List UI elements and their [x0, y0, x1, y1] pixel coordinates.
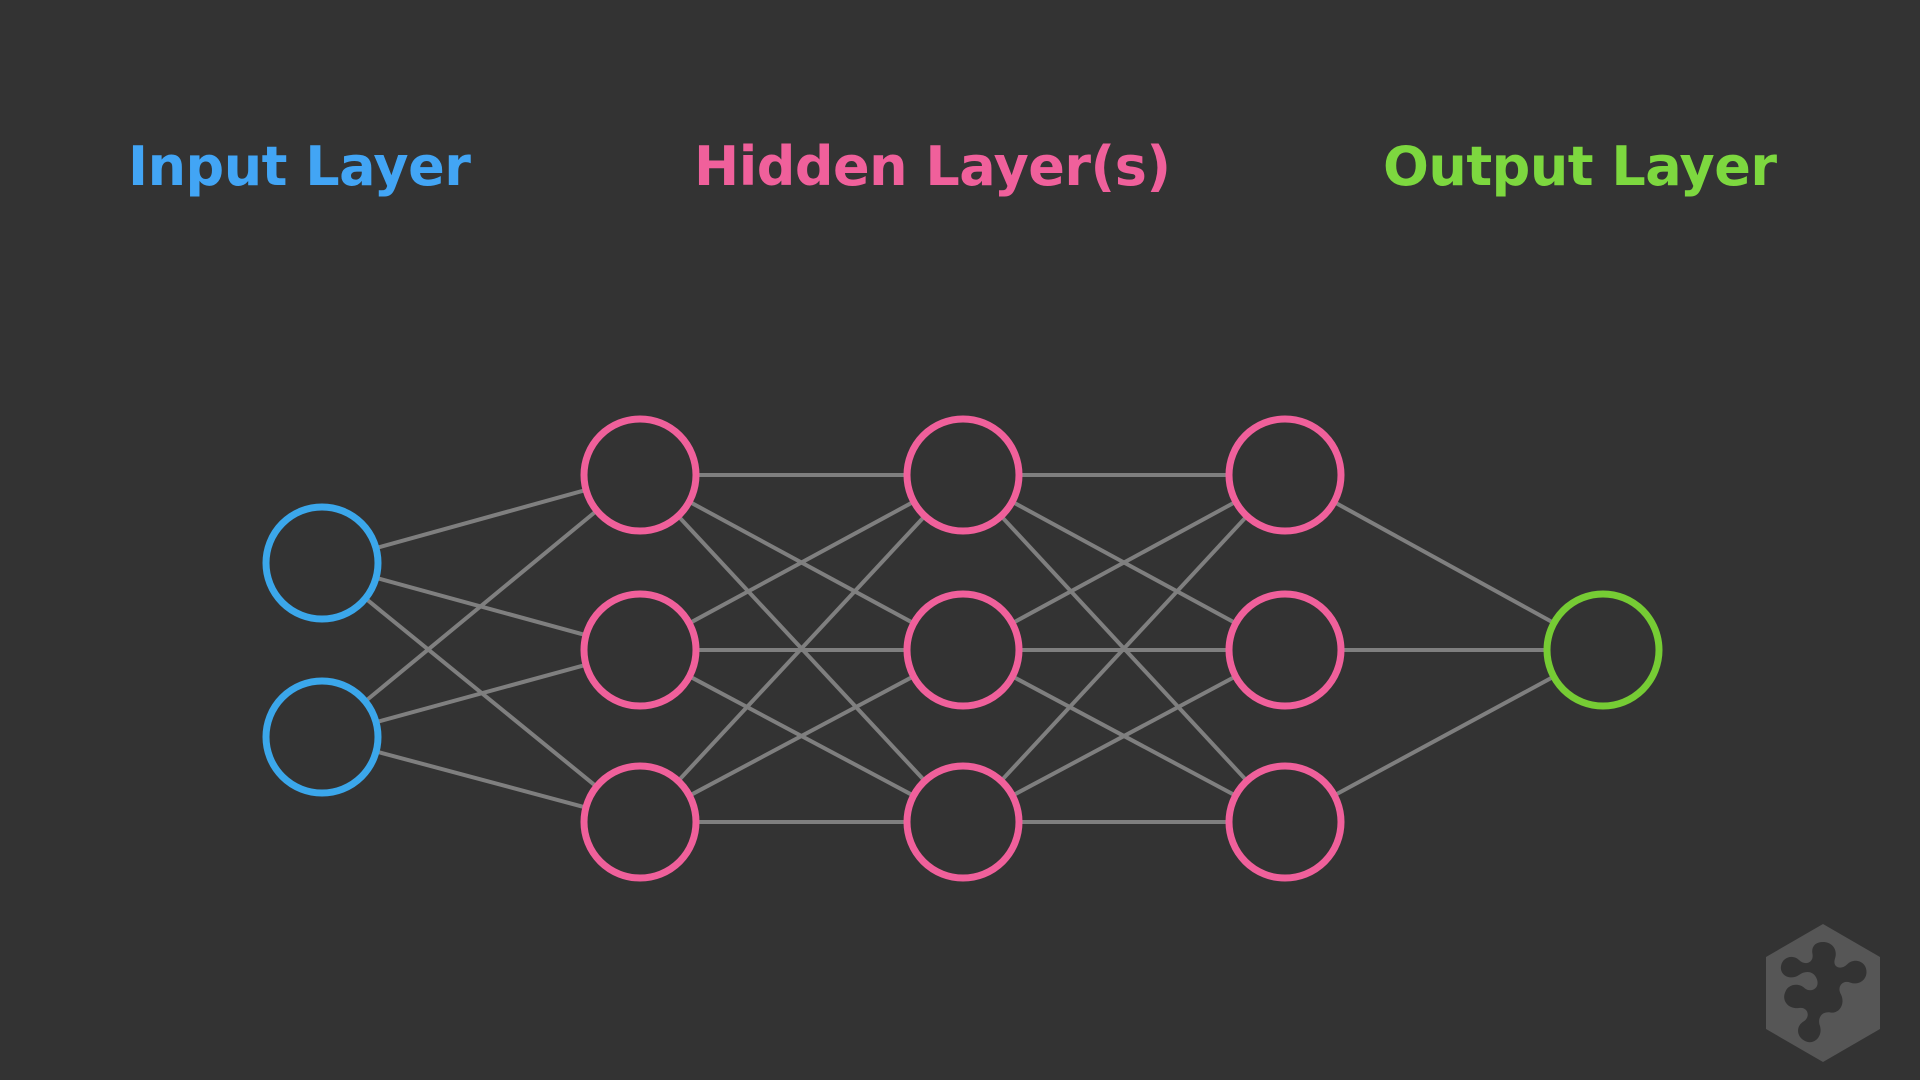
neuron-node-hidden-2-2 [580, 590, 700, 710]
connection-edge [688, 674, 915, 798]
neuron-node-hidden-4-3 [1225, 762, 1345, 882]
connection-edge [375, 749, 587, 810]
neuron-node-input-1-2 [262, 677, 382, 797]
connection-edge [1011, 674, 1237, 798]
hidden-layer-label: Hidden Layer(s) [694, 135, 1171, 198]
neuron-node-hidden-3-1 [903, 415, 1023, 535]
connection-edges [363, 473, 1555, 824]
connection-edge [1011, 499, 1237, 626]
connection-edge [375, 488, 587, 550]
connection-edge [363, 509, 599, 703]
connection-edge [1333, 674, 1555, 798]
connection-edge [999, 514, 1249, 783]
neuron-nodes [262, 415, 1663, 882]
neuron-node-hidden-4-1 [1225, 415, 1345, 535]
neuron-node-input-1-1 [262, 503, 382, 623]
neuron-node-hidden-2-1 [580, 415, 700, 535]
connection-edge [1333, 500, 1555, 625]
neuron-node-output-5-1 [1543, 590, 1663, 710]
hexagon-neuron-logo-icon [1766, 924, 1880, 1062]
output-layer-label: Output Layer [1383, 135, 1777, 198]
neuron-node-hidden-3-3 [903, 762, 1023, 882]
neuron-node-hidden-3-2 [903, 590, 1023, 710]
connection-edge [676, 514, 927, 783]
connection-edge [375, 662, 587, 725]
connection-edge [688, 499, 915, 626]
input-layer-label: Input Layer [128, 135, 471, 198]
neuron-node-hidden-4-2 [1225, 590, 1345, 710]
neuron-node-hidden-2-3 [580, 762, 700, 882]
